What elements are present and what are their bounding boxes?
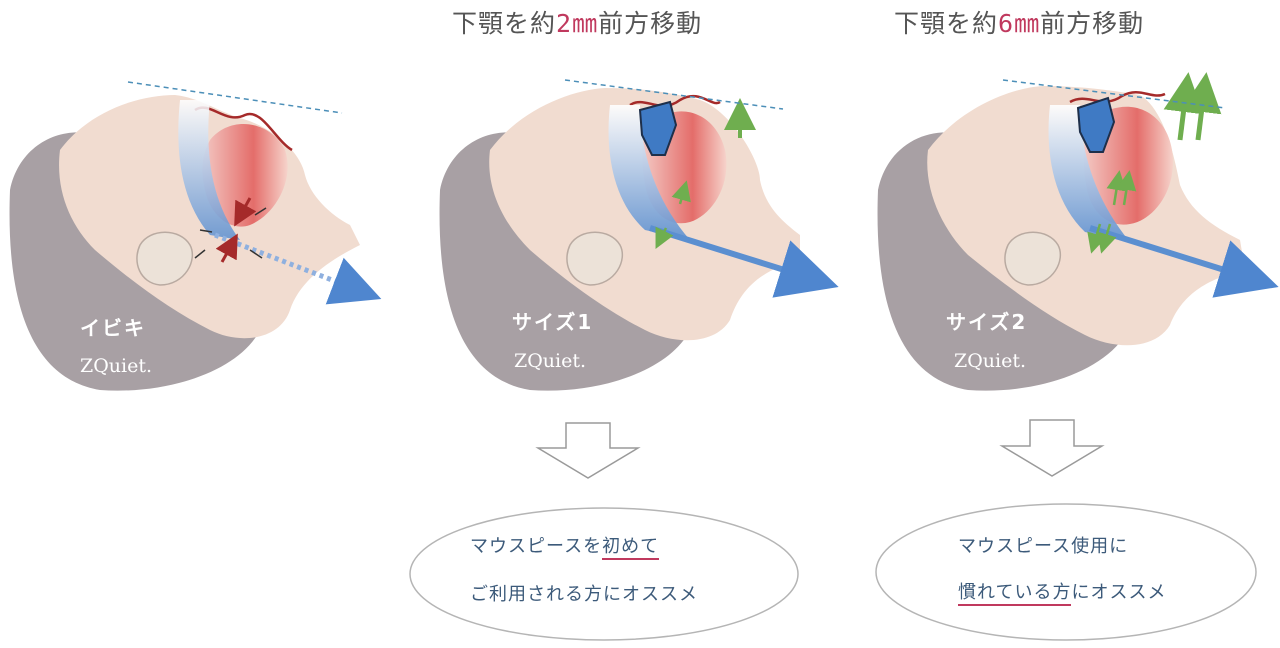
vibration-marks [194,207,267,259]
title-size1-distance: 2㎜ [556,9,599,38]
airflow-arrow [214,232,382,305]
title-size2-prefix: 下顎を約 [894,9,999,38]
airway-down-arrow-right [1097,223,1117,254]
down-arrow-size2 [999,419,1105,477]
mouthpiece [1076,96,1116,153]
rec1-line1-underlined: 初めて [602,536,660,560]
mouthpiece [638,100,678,156]
airflow-band [608,105,690,240]
airflow-arrow [1089,225,1279,298]
airway-down-arrow [655,226,674,249]
airway-open-arrow-right [1116,170,1137,206]
ear [136,231,194,286]
airway-down-arrow-left [1087,223,1107,254]
panel-label-size2: サイズ2 [946,310,1028,334]
panel-size1-illustration [439,79,839,391]
title-size2-suffix: 前方移動 [1040,9,1145,38]
recommendation-size1-line2: ご利用される方にオススメ [470,584,698,605]
title-size1-suffix: 前方移動 [598,9,703,38]
airway-open-arrow [671,180,691,205]
ear [566,231,624,286]
rec2-line2-underlined: 慣れている方 [958,582,1072,606]
recommendation-size2-line2: 慣れている方にオススメ [958,578,1167,606]
title-size1: 下顎を約2㎜前方移動 [452,4,702,40]
jaw-up-arrow-right [1181,72,1222,141]
tongue-outline [629,94,721,107]
brand-logo-size2: ZQuiet. [954,350,1027,372]
airflow-band [178,100,240,240]
recommendation-size1-line1: マウスピースを初めて [470,532,660,560]
recommendation-bubble-size1 [409,507,799,641]
tongue-outline [1069,91,1166,104]
panel-size2-illustration [877,72,1279,391]
brand-logo-size1: ZQuiet. [514,350,587,372]
rec1-line1-plain: マウスピースを [470,536,603,557]
recommendation-size2-line1: マウスピース使用に [958,536,1129,557]
panel-label-size1: サイズ1 [512,310,594,334]
jaw-reference-line [564,79,784,110]
panel-snoring-illustration [9,81,382,391]
jaw-reference-line [1002,79,1226,109]
brand-logo-snoring: ZQuiet. [80,355,153,377]
airway-tissue [202,123,288,227]
obstruction-arrow-bottom [215,233,238,263]
obstruction-arrow-top [234,197,257,227]
title-size2-distance: 6㎜ [998,9,1041,38]
down-arrow-size1 [535,422,641,479]
airflow-arrow [649,225,839,298]
title-size2: 下顎を約6㎜前方移動 [894,4,1144,40]
jaw-up-arrow-left [1163,72,1204,141]
ear [1004,231,1062,286]
jaw-reference-line [127,81,343,114]
airflow-band [1048,105,1130,242]
panel-label-snoring: イビキ [80,316,146,340]
rec2-line2-plain: にオススメ [1071,582,1167,603]
title-size1-prefix: 下顎を約 [452,9,557,38]
recommendation-bubble-size2 [875,503,1257,641]
